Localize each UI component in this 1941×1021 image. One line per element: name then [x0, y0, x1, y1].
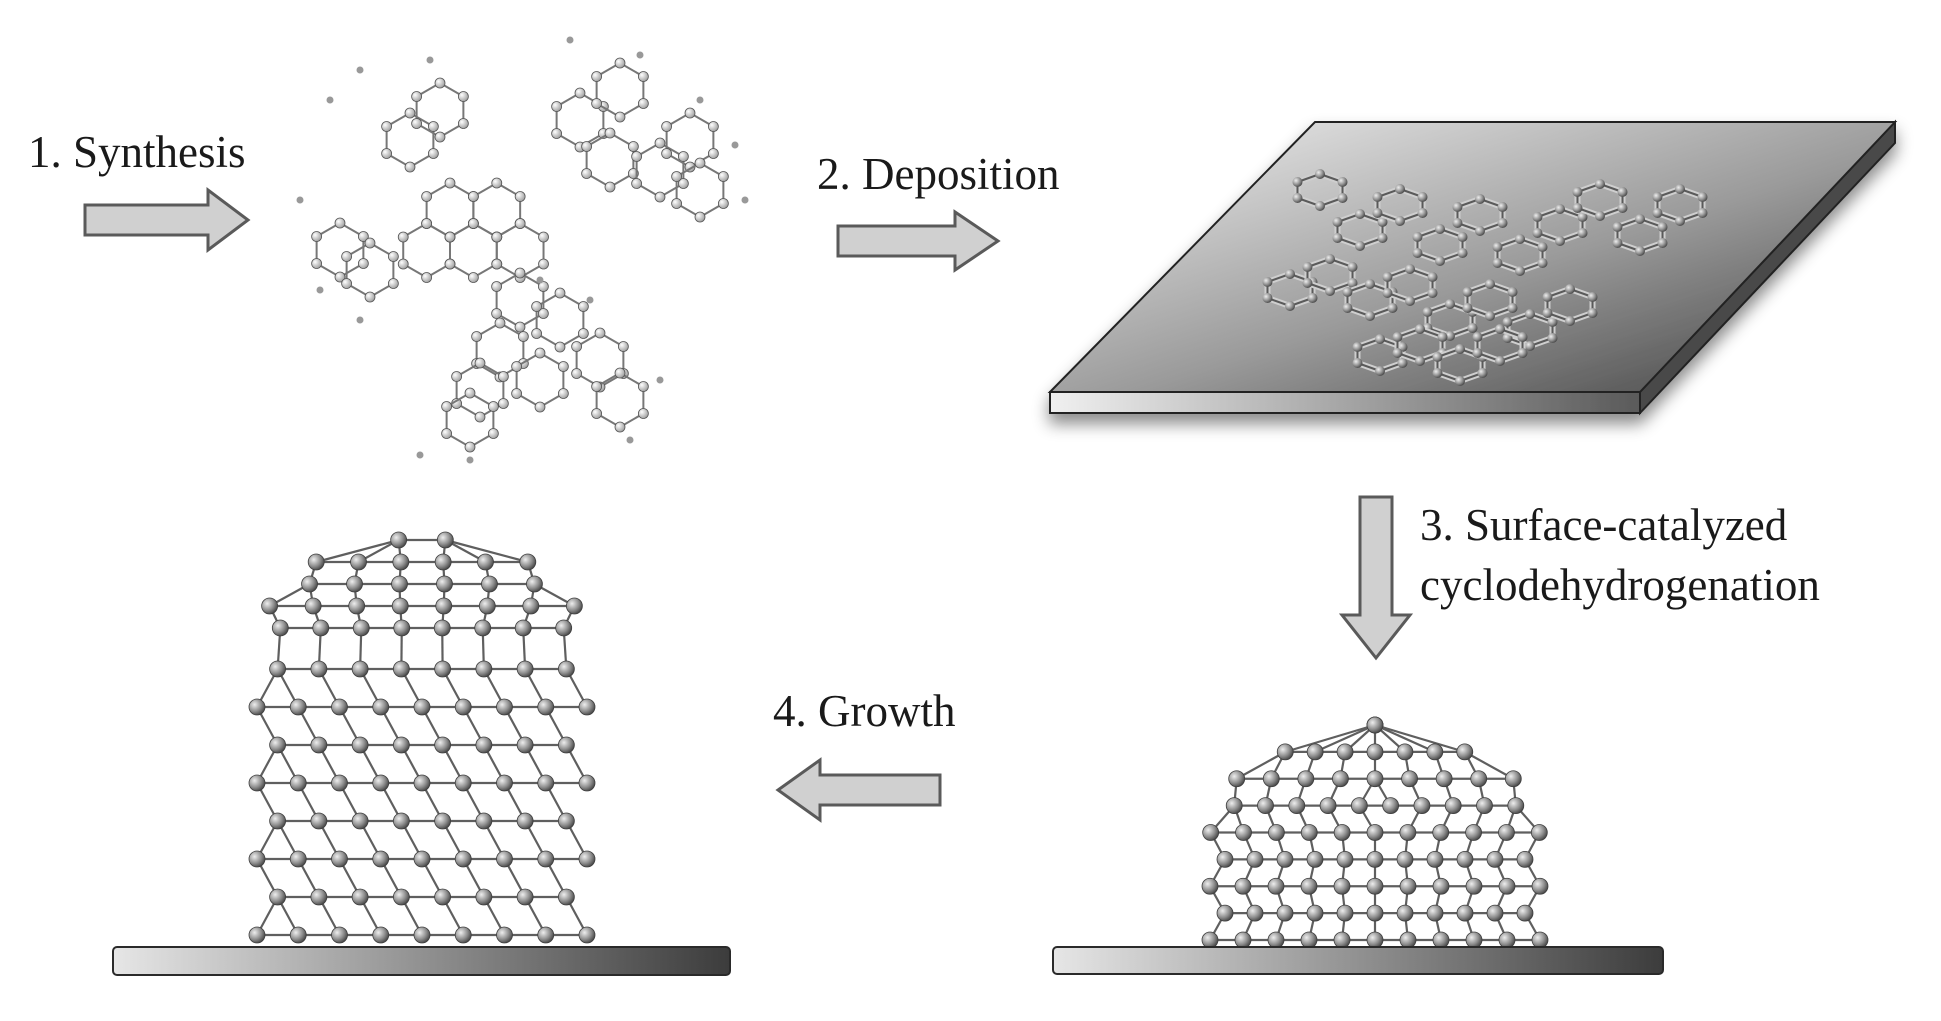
arrow-step-1-icon	[83, 187, 251, 253]
arrow-step-2-icon	[836, 209, 1001, 273]
planar-precursor-molecule-icon	[296, 36, 749, 464]
step-3-label-line1: 3. Surface-catalyzed	[1420, 500, 1787, 550]
carbon-nanotube-icon	[112, 531, 731, 976]
nanotube-cap-icon	[1052, 716, 1664, 975]
deposited-molecule-on-substrate-icon	[1047, 119, 1898, 416]
step-1-label: 1. Synthesis	[28, 127, 246, 177]
arrow-step-4-icon	[775, 757, 942, 823]
step-4-label: 4. Growth	[773, 686, 955, 736]
step-2-label: 2. Deposition	[817, 149, 1060, 199]
arrow-step-3-icon	[1338, 495, 1414, 661]
step-3-label-line2: cyclodehydrogenation	[1420, 560, 1820, 610]
